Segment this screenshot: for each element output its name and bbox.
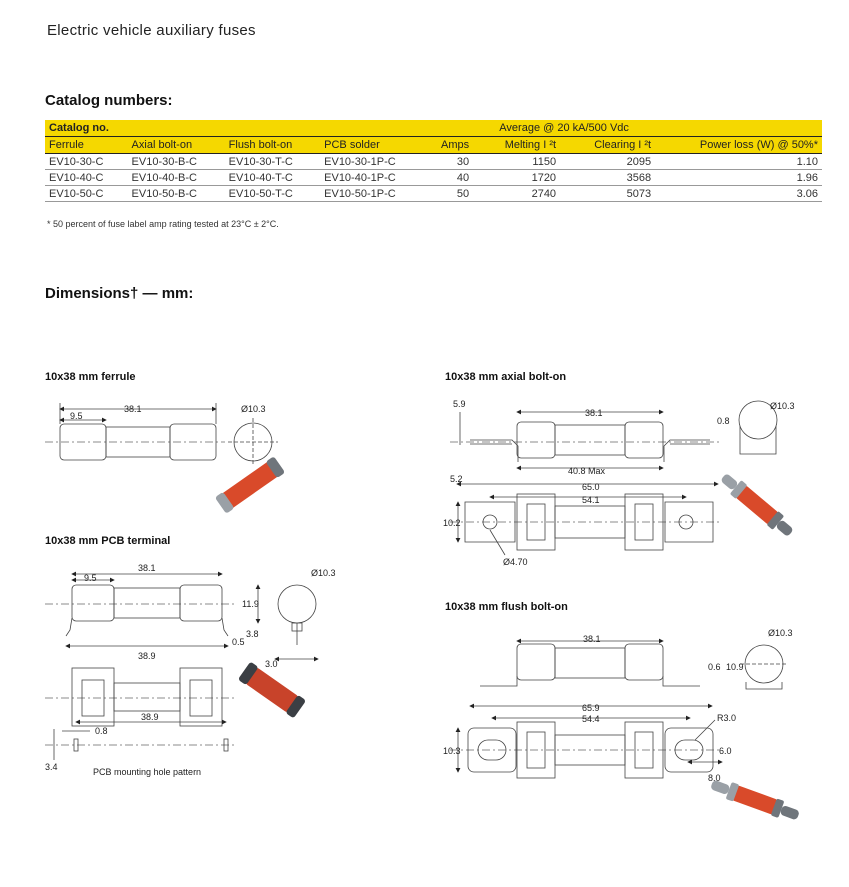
pcb-height: 11.9 xyxy=(242,599,259,609)
flush-slot-len: 8.0 xyxy=(708,773,721,783)
cell: EV10-50-C xyxy=(45,185,128,202)
table-row: EV10-40-C EV10-40-B-C EV10-40-T-C EV10-4… xyxy=(45,169,822,186)
axial-length: 38.1 xyxy=(585,408,603,418)
cell: EV10-40-B-C xyxy=(127,169,225,186)
axial-tab: 0.8 xyxy=(717,416,730,426)
col-header: PCB solder xyxy=(320,136,426,154)
flush-height: 10.9 xyxy=(726,662,744,672)
col-header: Power loss (W) @ 50%* xyxy=(655,136,822,154)
pcb-dia: Ø10.3 xyxy=(311,568,336,578)
cell: 1.96 xyxy=(655,169,822,186)
pcb-length: 38.1 xyxy=(138,563,156,573)
col-header: Amps xyxy=(425,136,474,154)
flush-fuse-image xyxy=(711,780,799,820)
flush-tab: 0.6 xyxy=(708,662,721,672)
pcb-hole-pattern xyxy=(45,719,235,760)
pcb-hole-span: 38.9 xyxy=(141,712,159,722)
pcb-hole-caption: PCB mounting hole pattern xyxy=(93,767,201,777)
col-header: Melting I ²t xyxy=(473,136,561,154)
catalog-no-header: Catalog no. xyxy=(45,120,426,137)
axial-fuse-image xyxy=(721,474,793,536)
axial-title: 10x38 mm axial bolt-on xyxy=(445,371,567,383)
ferrule-length: 38.1 xyxy=(124,404,142,414)
dimensions-section-title: Dimensions† — mm: xyxy=(45,285,194,302)
ferrule-title: 10x38 mm ferrule xyxy=(45,371,136,383)
table-row: EV10-50-C EV10-50-B-C EV10-50-T-C EV10-5… xyxy=(45,185,822,202)
axial-hole: Ø4.70 xyxy=(503,557,528,567)
pcb-title: 10x38 mm PCB terminal xyxy=(45,535,171,547)
cell: EV10-30-B-C xyxy=(127,153,225,170)
pcb-pin-w: 3.0 xyxy=(265,659,278,669)
pcb-cap: 9.5 xyxy=(84,573,97,583)
ferrule-fuse-image xyxy=(215,457,285,513)
flush-radius: R3.0 xyxy=(717,713,736,723)
cell: 3.06 xyxy=(655,185,822,202)
flush-slot: 6.0 xyxy=(719,746,732,756)
pcb-drawing xyxy=(45,571,319,727)
pcb-hole-dia: 0.8 xyxy=(95,726,108,736)
axial-dia: Ø10.3 xyxy=(770,401,795,411)
flush-holes: 54.4 xyxy=(582,714,600,724)
footnote: * 50 percent of fuse label amp rating te… xyxy=(47,219,279,229)
cell: 1.10 xyxy=(655,153,822,170)
col-header: Flush bolt-on xyxy=(224,136,321,154)
cell: 3568 xyxy=(560,169,656,186)
axial-height: 5.2 xyxy=(450,474,463,484)
col-header: Axial bolt-on xyxy=(127,136,225,154)
pcb-pin-len: 3.8 xyxy=(246,629,259,639)
pcb-fuse-image xyxy=(239,662,305,718)
cell: EV10-30-C xyxy=(45,153,128,170)
cell: 1150 xyxy=(473,153,561,170)
axial-top: 5.9 xyxy=(453,399,466,409)
cell: EV10-40-C xyxy=(45,169,128,186)
pcb-pin: 0.5 xyxy=(232,637,245,647)
ferrule-cap: 9.5 xyxy=(70,411,83,421)
catalog-section-title: Catalog numbers: xyxy=(45,92,173,109)
flush-drawing xyxy=(450,638,788,779)
cell: 40 xyxy=(425,169,474,186)
cell: EV10-50-B-C xyxy=(127,185,225,202)
average-header: Average @ 20 kA/500 Vdc xyxy=(473,120,656,137)
cell: 30 xyxy=(425,153,474,170)
catalog-table: Catalog no. Average @ 20 kA/500 Vdc Ferr… xyxy=(45,120,822,202)
flush-title: 10x38 mm flush bolt-on xyxy=(445,601,568,613)
cell: EV10-50-1P-C xyxy=(320,185,426,202)
pcb-span: 38.9 xyxy=(138,651,156,661)
col-header: Ferrule xyxy=(45,136,128,154)
pcb-hole-h: 3.4 xyxy=(45,762,58,772)
flush-overall: 65.9 xyxy=(582,703,600,713)
cell: 50 xyxy=(425,185,474,202)
axial-width: 10.2 xyxy=(443,518,461,528)
cell: EV10-40-1P-C xyxy=(320,169,426,186)
cell: EV10-50-T-C xyxy=(224,185,321,202)
cell: 1720 xyxy=(473,169,561,186)
cell: 2095 xyxy=(560,153,656,170)
axial-overall: 65.0 xyxy=(582,482,600,492)
cell: EV10-30-T-C xyxy=(224,153,321,170)
cell: 5073 xyxy=(560,185,656,202)
axial-max: 40.8 Max xyxy=(568,466,606,476)
axial-holes: 54.1 xyxy=(582,495,600,505)
cell: 2740 xyxy=(473,185,561,202)
flush-length: 38.1 xyxy=(583,634,601,644)
col-header: Clearing I ²t xyxy=(560,136,656,154)
table-row: EV10-30-C EV10-30-B-C EV10-30-T-C EV10-3… xyxy=(45,153,822,170)
flush-width: 10.3 xyxy=(443,746,461,756)
flush-dia: Ø10.3 xyxy=(768,628,793,638)
ferrule-dia: Ø10.3 xyxy=(241,404,266,414)
page-title: Electric vehicle auxiliary fuses xyxy=(47,22,256,39)
axial-drawing xyxy=(450,400,778,556)
cell: EV10-30-1P-C xyxy=(320,153,426,170)
ferrule-drawing xyxy=(45,403,278,466)
cell: EV10-40-T-C xyxy=(224,169,321,186)
